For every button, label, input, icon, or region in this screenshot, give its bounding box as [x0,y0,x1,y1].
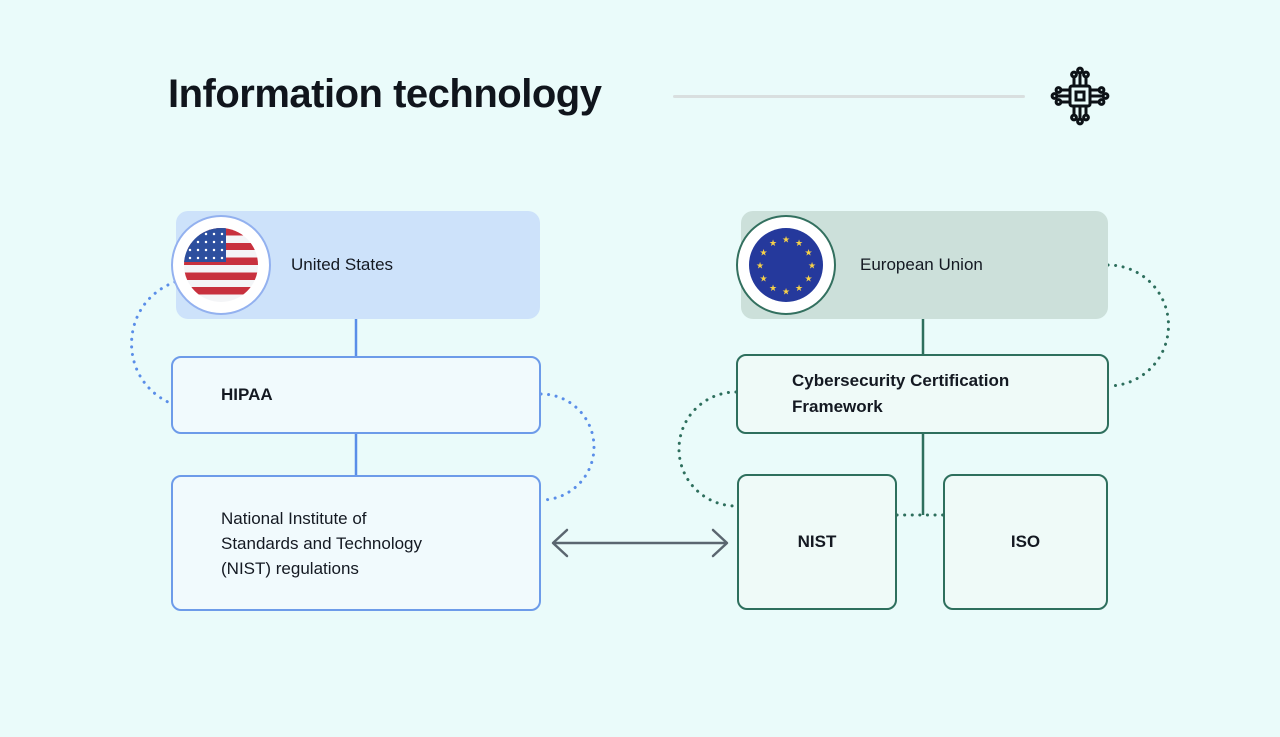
us-flag-canton [184,228,226,262]
title-divider [673,95,1025,98]
microchip-icon [1050,66,1110,126]
cybersecurity-framework-label: Cybersecurity Certification Framework [792,371,1010,416]
eu-region-card: ★ ★ ★ ★ ★ ★ ★ ★ ★ ★ ★ ★ European Union [736,211,1108,319]
nist-regulations-box: National Institute of Standards and Tech… [171,475,541,611]
us-region-card: United States [171,211,540,319]
svg-text:★: ★ [808,262,816,272]
svg-text:★: ★ [756,262,764,272]
svg-text:★: ★ [759,275,767,285]
svg-text:★: ★ [795,284,803,294]
iso-box: ISO [943,474,1108,610]
hipaa-box: HIPAA [171,356,541,434]
connector-eu-card-to-cyber-dotted [1106,263,1170,388]
svg-text:★: ★ [769,284,777,294]
page-title: Information technology [168,72,602,116]
nist-regulations-label: National Institute of Standards and Tech… [221,508,423,578]
bidirectional-arrow [551,528,729,558]
us-flag-icon [184,228,258,302]
svg-text:★: ★ [782,236,790,246]
connector-cyber-to-nist-dotted [677,390,738,508]
cybersecurity-framework-box: Cybersecurity Certification Framework [736,354,1109,434]
svg-text:★: ★ [795,239,803,249]
svg-text:★: ★ [769,239,777,249]
connector-hipaa-to-nistreg-dotted [539,392,596,502]
eu-region-label: European Union [860,255,983,274]
svg-text:★: ★ [782,288,790,298]
iso-label: ISO [1010,532,1041,551]
nist-label: NIST [797,532,837,551]
nist-box: NIST [737,474,897,610]
eu-flag-badge: ★ ★ ★ ★ ★ ★ ★ ★ ★ ★ ★ ★ [736,215,836,315]
hipaa-label: HIPAA [221,385,273,404]
svg-text:★: ★ [804,249,812,259]
us-region-label: United States [291,255,394,274]
svg-text:★: ★ [804,275,812,285]
connector-us-flag-to-hipaa-dotted [130,280,177,405]
eu-flag-icon: ★ ★ ★ ★ ★ ★ ★ ★ ★ ★ ★ ★ [749,228,823,302]
us-flag-badge [171,215,271,315]
svg-text:★: ★ [759,249,767,259]
